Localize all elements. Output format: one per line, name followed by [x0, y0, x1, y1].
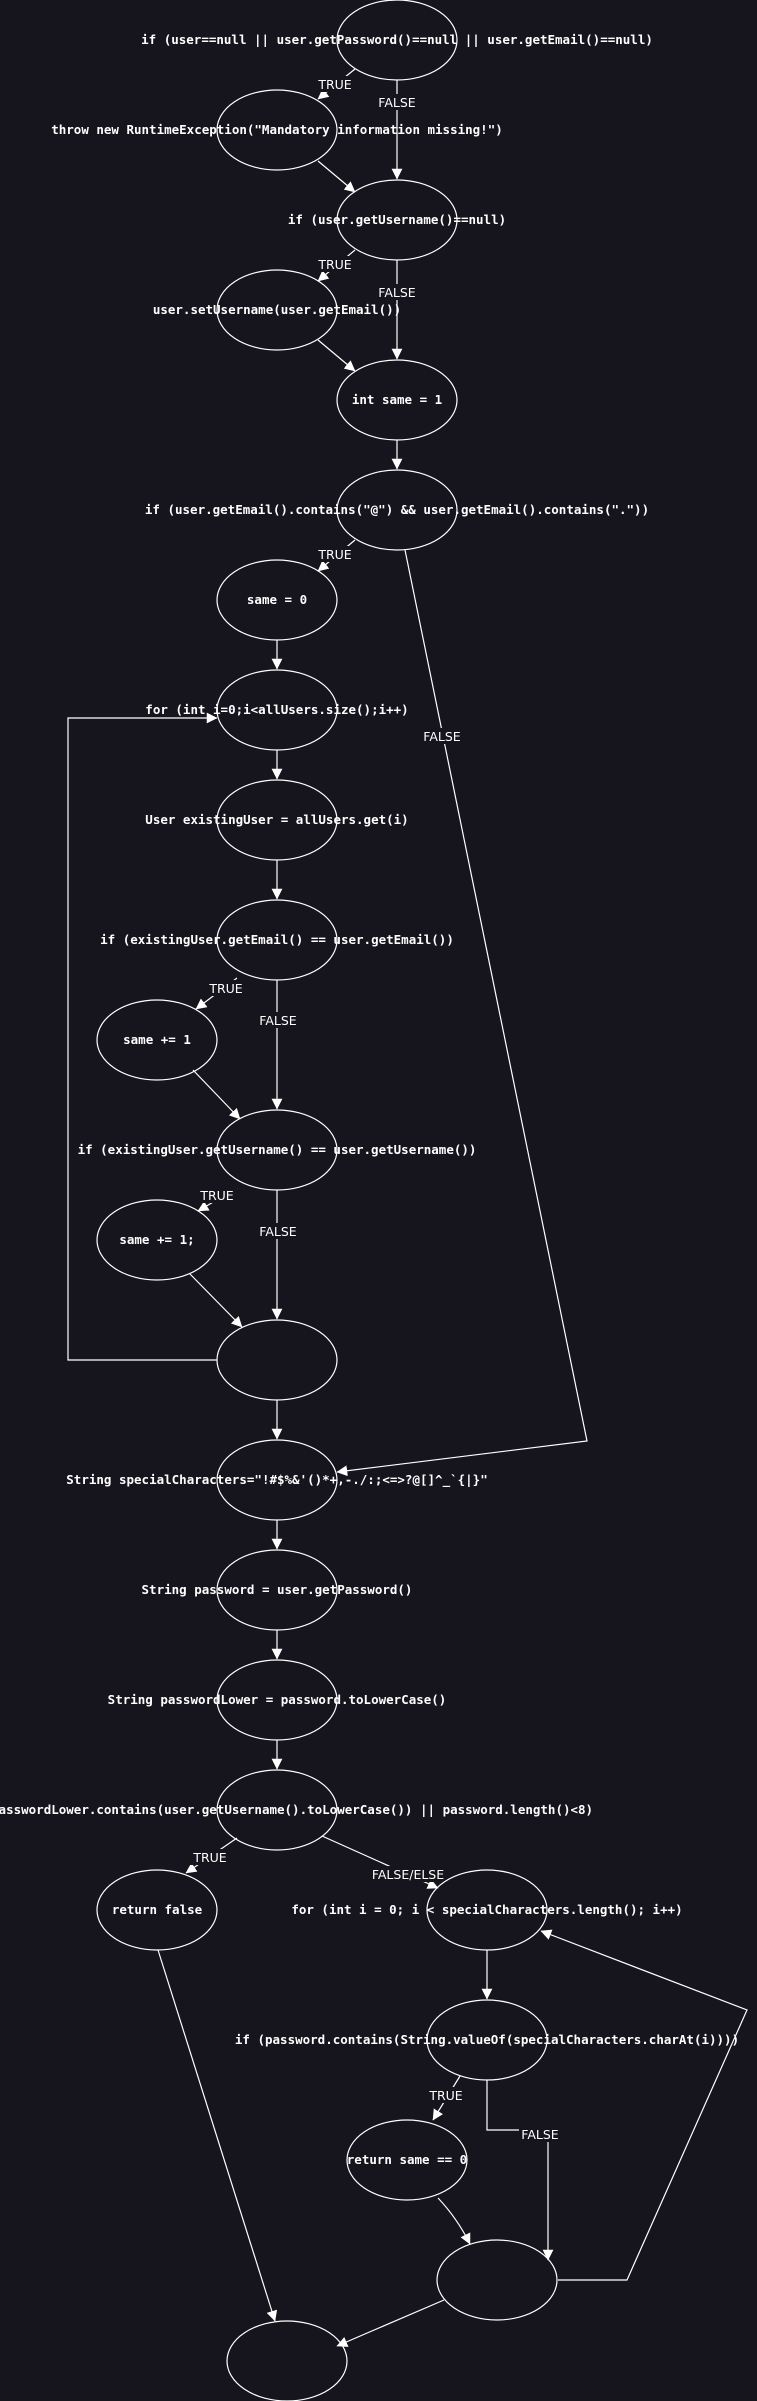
edge-labels: TRUE FALSE TRUE FALSE TRUE FALSE TRUE FA…	[192, 77, 558, 2142]
node-n6-label: if (user.getEmail().contains("@") && use…	[145, 502, 649, 517]
node-n3-label: if (user.getUsername()==null)	[288, 212, 506, 227]
edge-n11-n12	[192, 1069, 241, 1120]
node-n14-shape	[216, 1319, 338, 1401]
edge-label-n1-n2: TRUE	[317, 77, 351, 92]
edge-n22-n23	[437, 2197, 471, 2245]
edge-label-n21-n22: TRUE	[428, 2088, 462, 2103]
node-n2-shape	[216, 89, 338, 171]
node-n21-label: if (password.contains(String.valueOf(spe…	[235, 2032, 739, 2047]
node-n13-shape	[96, 1199, 218, 1281]
edge-label-n6-n15: FALSE	[423, 729, 460, 744]
node-n5-label: int same = 1	[352, 392, 442, 407]
node-n11-shape	[96, 999, 218, 1081]
node-n15-shape	[216, 1439, 338, 1521]
node-n17-label: String passwordLower = password.toLowerC…	[108, 1692, 447, 1707]
node-n20-shape	[426, 1869, 548, 1951]
node-n18-shape	[216, 1769, 338, 1851]
node-n10-shape	[216, 899, 338, 981]
edge-n6-n15	[336, 549, 588, 1477]
edges	[67, 68, 748, 2347]
edge-n19-n24	[157, 1949, 278, 2322]
node-n22-shape	[346, 2119, 468, 2201]
node-n19-label: return false	[112, 1902, 203, 1917]
node-n24-shape	[226, 2320, 348, 2401]
node-n17-shape	[216, 1659, 338, 1741]
edge-label-n3-n4: TRUE	[317, 257, 351, 272]
edge-n13-n14	[189, 1273, 243, 1328]
node-n23-shape	[436, 2239, 558, 2321]
edge-label-n18-n20: FALSE/ELSE	[372, 1867, 444, 1882]
node-n21-shape	[426, 1999, 548, 2081]
node-n4-label: user.setUsername(user.getEmail())	[153, 302, 401, 317]
node-n16-shape	[216, 1549, 338, 1631]
node-shapes	[96, 0, 558, 2401]
node-n7-shape	[216, 559, 338, 641]
node-labels: if (user==null || user.getPassword()==nu…	[0, 32, 739, 2167]
node-n13-label: same += 1;	[119, 1232, 194, 1247]
node-n22-label: return same == 0	[347, 2152, 467, 2167]
node-n10-label: if (existingUser.getEmail() == user.getE…	[100, 932, 454, 947]
node-n4-shape	[216, 269, 338, 351]
node-n16-label: String password = user.getPassword()	[142, 1582, 413, 1597]
node-n8-shape	[216, 669, 338, 751]
node-n3-shape	[336, 179, 458, 261]
edge-label-n6-n7: TRUE	[317, 547, 351, 562]
node-n1-shape	[336, 0, 458, 81]
edge-n14-n8	[67, 712, 218, 1361]
node-n12-shape	[216, 1109, 338, 1191]
edge-label-n12-n14: FALSE	[259, 1224, 296, 1239]
node-n12-label: if (existingUser.getUsername() == user.g…	[78, 1142, 477, 1157]
node-n5-shape	[336, 359, 458, 441]
node-n1-label: if (user==null || user.getPassword()==nu…	[141, 32, 653, 47]
node-n11-label: same += 1	[123, 1032, 191, 1047]
edge-label-n10-n11: TRUE	[208, 981, 242, 996]
node-n7-label: same = 0	[247, 592, 307, 607]
edge-label-backgrounds	[190, 76, 561, 2142]
node-n9-label: User existingUser = allUsers.get(i)	[145, 812, 408, 827]
node-n19-shape	[96, 1869, 218, 1951]
node-n20-label: for (int i = 0; i < specialCharacters.le…	[291, 1902, 682, 1917]
edge-label-n12-n13: TRUE	[199, 1188, 233, 1203]
edge-n23-n20	[540, 1929, 748, 2281]
edge-n2-n3	[317, 160, 356, 193]
node-n15-label: String specialCharacters="!#$%&'()*+,-./…	[66, 1472, 487, 1488]
edge-n23-n24	[336, 2299, 445, 2347]
edge-n20-n23	[486, 2080, 554, 2261]
node-n8-label: for (int i=0;i<allUsers.size();i++)	[145, 702, 408, 717]
node-n9-shape	[216, 779, 338, 861]
edge-label-n3-n5: FALSE	[378, 285, 415, 300]
edge-label-n10-n12: FALSE	[259, 1013, 296, 1028]
node-n18-label: if (passwordLower.contains(user.getUsern…	[0, 1802, 593, 1817]
edge-n4-n5	[317, 339, 356, 372]
edge-label-n1-n3: FALSE	[378, 95, 415, 110]
node-n2-label: throw new RuntimeException("Mandatory in…	[51, 122, 503, 137]
edge-label-n18-n19: TRUE	[192, 1850, 226, 1865]
node-n6-shape	[336, 469, 458, 551]
edge-label-n20-n23: FALSE	[521, 2127, 558, 2142]
